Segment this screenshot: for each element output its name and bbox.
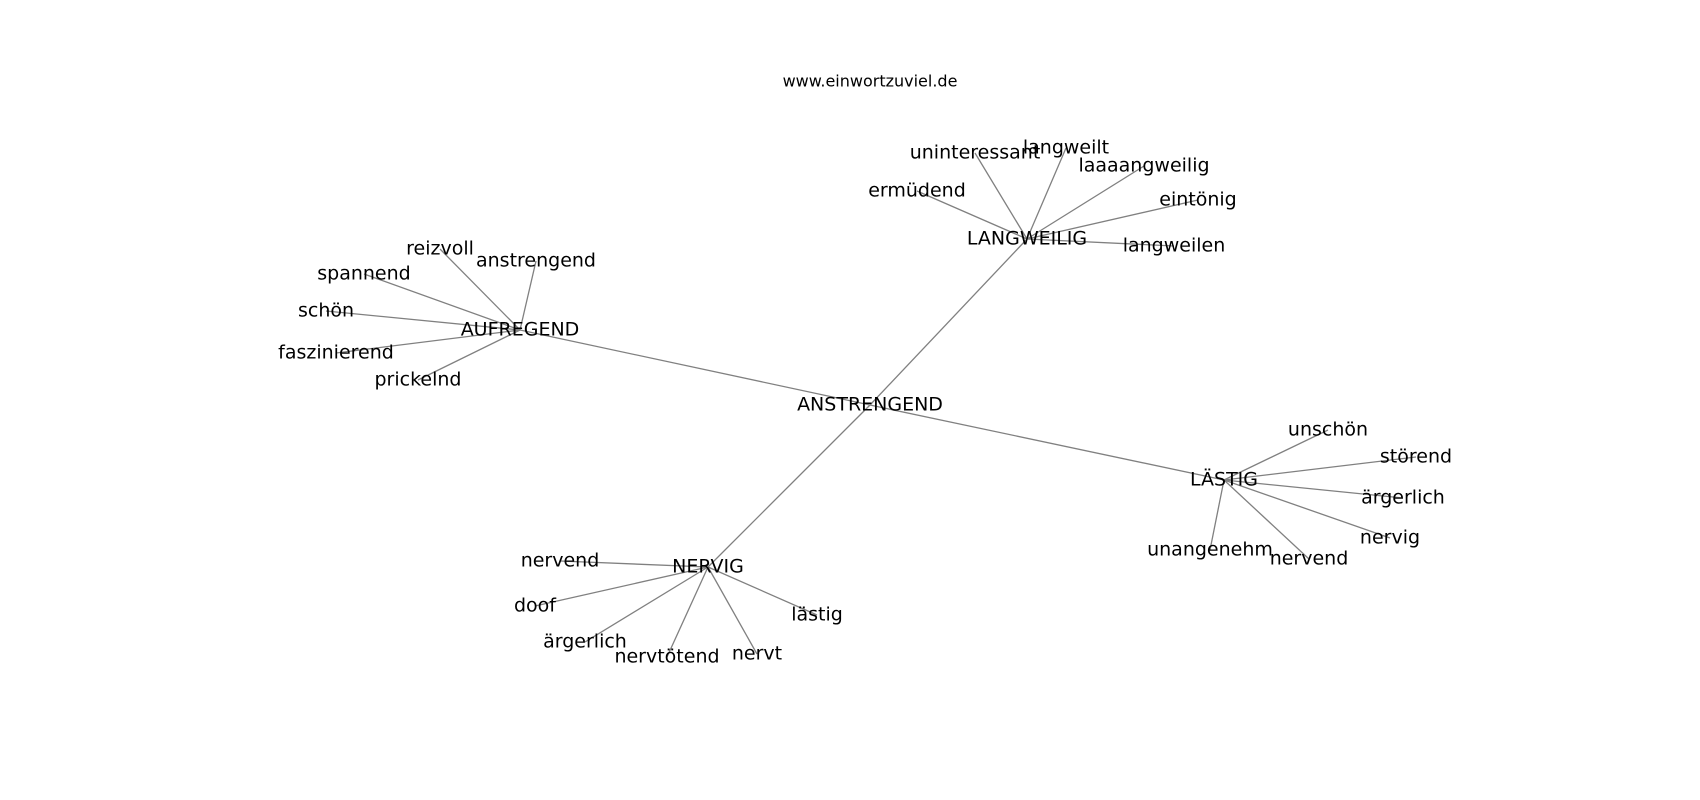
leaf-word: nervend <box>521 550 600 572</box>
hub-word-edge <box>363 273 521 331</box>
leaf-word: nervt <box>732 643 782 665</box>
leaf-word: unschön <box>1288 419 1368 441</box>
hub-word-edge <box>534 566 709 607</box>
root-hub-edge <box>707 404 871 568</box>
hub-word-edge <box>1223 479 1310 560</box>
leaf-word: laaaangweilig <box>1078 155 1209 177</box>
hub-word-edge <box>707 566 818 616</box>
leaf-word: reizvoll <box>406 238 474 260</box>
hub-word-edge <box>916 190 1028 240</box>
hub-word: LANGWEILIG <box>967 228 1087 250</box>
hub-word-edge <box>584 566 709 643</box>
leaf-word: unangenehm <box>1147 539 1273 561</box>
root-hub-edge <box>869 238 1028 406</box>
hub-word-edge <box>439 248 521 331</box>
leaf-word: anstrengend <box>476 250 596 272</box>
hub-word: NERVIG <box>672 556 744 578</box>
leaf-word: spannend <box>317 263 410 285</box>
hub-word-edge <box>974 152 1028 240</box>
hub-word-edge <box>1223 479 1404 499</box>
leaf-word: doof <box>514 595 557 617</box>
hub-word-edge <box>559 560 709 568</box>
leaf-word: ärgerlich <box>543 631 627 653</box>
hub-word-edge <box>1026 238 1175 247</box>
hub-word-edge <box>666 566 709 658</box>
hub-word: AUFREGEND <box>461 319 580 341</box>
leaf-word: faszinierend <box>278 342 394 364</box>
leaf-word: uninteressant <box>910 142 1041 164</box>
leaf-word: lästig <box>791 604 843 626</box>
hub-word-edge <box>1223 456 1417 481</box>
leaf-word: prickelnd <box>375 369 462 391</box>
hub-word-edge <box>1026 165 1145 240</box>
leaf-word: ermüdend <box>868 180 966 202</box>
root-word: ANSTRENGEND <box>797 394 943 416</box>
leaf-word: langweilt <box>1023 137 1109 159</box>
hub-word-edge <box>1223 479 1391 539</box>
hub-word: LÄSTIG <box>1190 468 1258 491</box>
root-hub-edge <box>869 404 1225 481</box>
leaf-word: eintönig <box>1159 189 1236 211</box>
root-hub-edge <box>519 329 871 406</box>
leaf-word: ärgerlich <box>1361 487 1445 509</box>
edges-layer <box>325 147 1417 658</box>
leaf-word: nervtötend <box>614 646 719 668</box>
leaf-word: nervig <box>1360 527 1420 549</box>
hub-word-edge <box>1026 147 1067 240</box>
leaf-word: nervend <box>1270 548 1349 570</box>
hub-word-edge <box>1209 479 1225 551</box>
hub-word-edge <box>325 310 521 331</box>
hub-word-edge <box>417 329 521 381</box>
site-title: www.einwortzuviel.de <box>783 72 958 91</box>
hub-word-edge <box>707 566 758 655</box>
hub-word-edge <box>1223 429 1329 481</box>
leaf-word: störend <box>1380 446 1452 468</box>
hub-word-edge <box>519 260 537 331</box>
hub-word-edge <box>1026 199 1199 240</box>
leaf-word: schön <box>298 300 354 322</box>
leaf-word: langweilen <box>1123 235 1226 257</box>
hub-word-edge <box>335 329 521 354</box>
